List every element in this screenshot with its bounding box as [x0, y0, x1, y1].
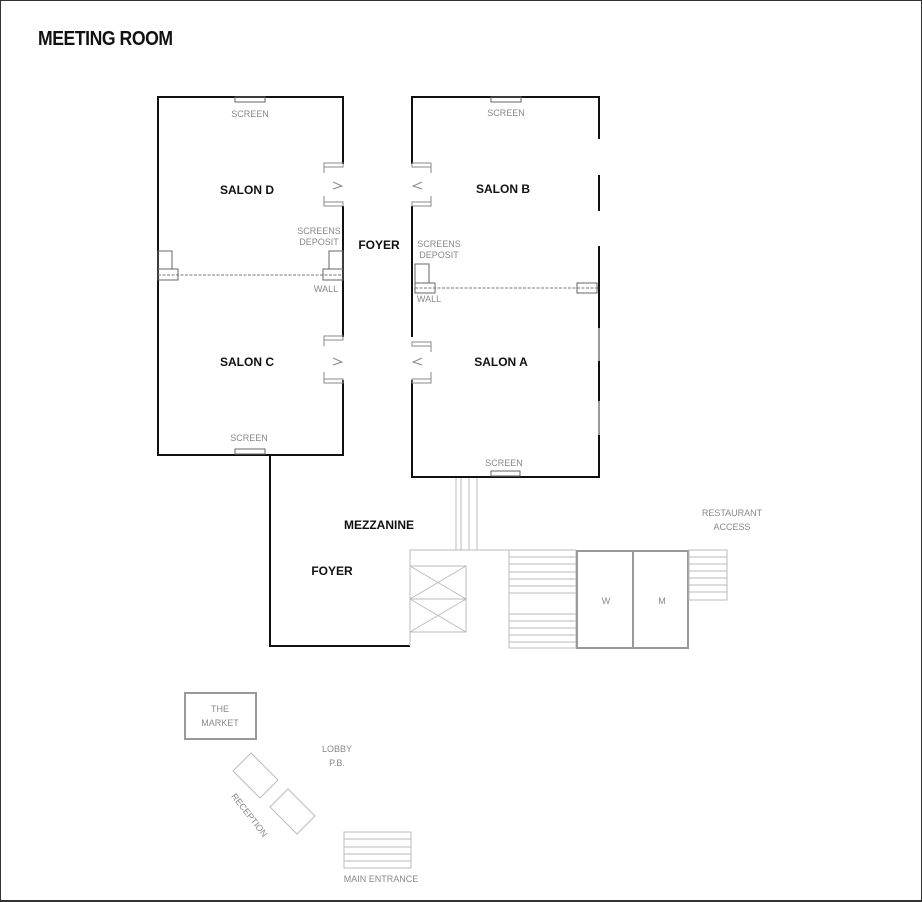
screen-c-label: SCREEN	[230, 433, 268, 443]
salon-dc-block	[157, 96, 344, 456]
door-salon-b[interactable]	[411, 162, 432, 207]
reception-desks	[232, 752, 316, 835]
restaurant-access-line1[interactable]: RESTAURANT	[702, 508, 763, 518]
room-foyer-lower[interactable]: FOYER	[311, 564, 353, 578]
room-salon-d[interactable]: SALON D	[220, 183, 274, 197]
elevator-block	[409, 549, 509, 646]
room-salon-a[interactable]: SALON A	[474, 355, 528, 369]
movable-wall-ba	[414, 263, 598, 294]
screen-c-fixture	[234, 448, 266, 455]
screen-b-fixture	[490, 96, 522, 103]
the-market-line1: THE	[211, 704, 229, 714]
staircase-right	[688, 549, 728, 601]
screens-deposit-right-line1: SCREENS	[417, 239, 461, 249]
door-salon-a[interactable]	[411, 341, 432, 384]
lobby-line1: LOBBY	[322, 744, 352, 754]
door-salon-d[interactable]	[323, 162, 344, 207]
screens-deposit-left-line2: DEPOSIT	[299, 237, 339, 247]
screen-b-label: SCREEN	[487, 108, 525, 118]
the-market-outline	[184, 692, 257, 740]
room-salon-b[interactable]: SALON B	[476, 182, 530, 196]
wall-left-label: WALL	[314, 284, 338, 294]
room-foyer-upper[interactable]: FOYER	[358, 238, 400, 252]
screen-a-fixture	[490, 470, 521, 477]
main-entrance-steps	[343, 831, 412, 869]
wall-right-label: WALL	[417, 294, 441, 304]
screen-d-label: SCREEN	[231, 109, 269, 119]
main-entrance-label[interactable]: MAIN ENTRANCE	[344, 874, 419, 884]
stair-connector	[455, 478, 478, 550]
restroom-m-label: M	[658, 596, 666, 606]
restaurant-access-line2[interactable]: ACCESS	[713, 522, 750, 532]
room-mezzanine[interactable]: MEZZANINE	[344, 518, 414, 532]
room-salon-c[interactable]: SALON C	[220, 355, 274, 369]
lobby-line2: P.B.	[329, 758, 345, 768]
screens-deposit-left-line1: SCREENS	[297, 226, 341, 236]
movable-wall-dc	[157, 250, 344, 281]
salon-ba-block	[411, 96, 600, 478]
mezzanine-walls	[269, 456, 410, 647]
screen-a-label: SCREEN	[485, 458, 523, 468]
restroom-w-label: W	[602, 596, 611, 606]
reception-label: RECEPTION	[229, 791, 269, 839]
page-title: MEETING ROOM	[38, 28, 173, 50]
the-market-line2: MARKET	[201, 718, 239, 728]
screens-deposit-right-line2: DEPOSIT	[419, 250, 459, 260]
restrooms	[576, 550, 689, 649]
screen-d-fixture	[234, 96, 266, 103]
staircase-left	[508, 549, 577, 649]
door-salon-c[interactable]	[323, 335, 344, 384]
